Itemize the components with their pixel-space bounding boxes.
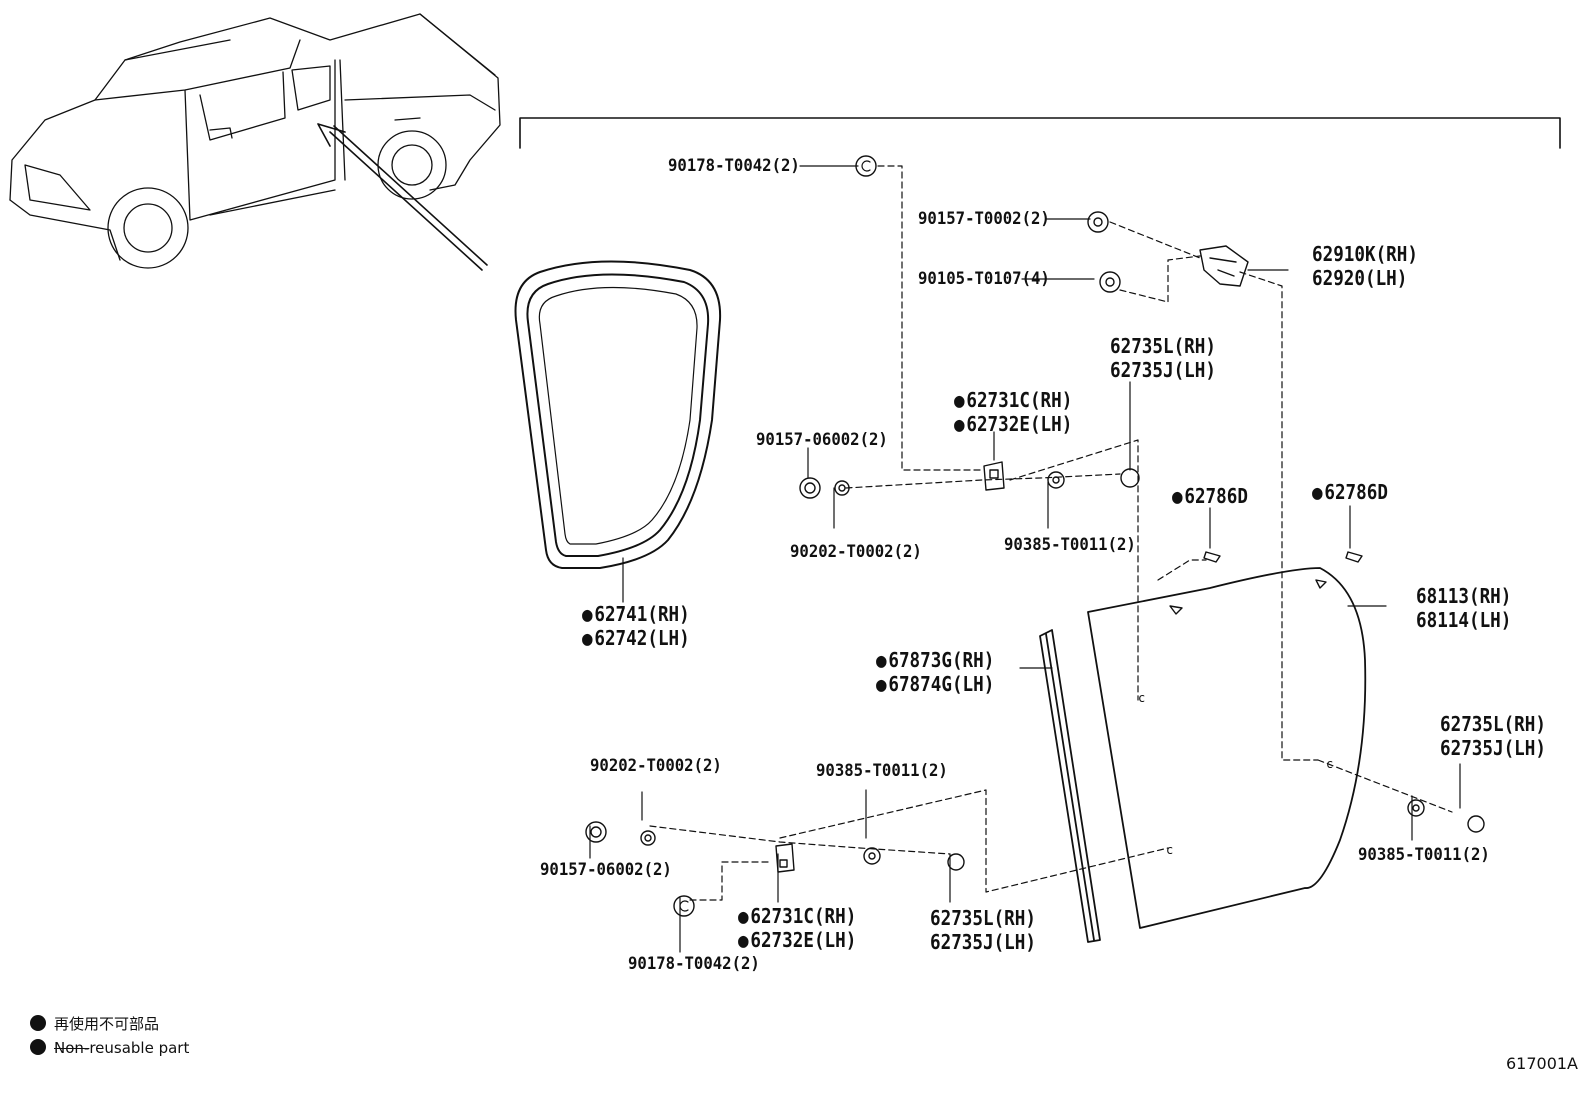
hardware-parts: c c c	[585, 155, 1485, 917]
label-clip-a-lh: 62735J(LH)	[1110, 358, 1216, 382]
pointer-arrow	[317, 123, 488, 271]
legend-jp-text: 再使用不可部品	[54, 1015, 160, 1033]
label-run-rh: 67873G(RH)	[876, 650, 994, 674]
label-clip-b-lh: 62735J(LH)	[1440, 736, 1546, 760]
svg-text:c: c	[1166, 843, 1173, 857]
label-window-guide: 62910K(RH) 62920(LH)	[1312, 244, 1418, 292]
svg-text:c: c	[1326, 757, 1333, 771]
label-bracket-a-rh: 62731C(RH)	[954, 390, 1072, 414]
label-grommet-mid: 90385-T0011(2)	[1004, 535, 1136, 555]
label-nut-low: 90157-06002(2)	[540, 860, 672, 880]
label-bracket-b: 62731C(RH) 62732E(LH)	[738, 906, 856, 954]
glass-run-channel	[1039, 629, 1101, 943]
label-bolt-low: 90178-T0042(2)	[628, 954, 760, 974]
label-pad-a: 62786D	[1172, 486, 1248, 506]
non-reusable-dot-icon	[30, 1039, 46, 1055]
label-clip-b-rh: 62735L(RH)	[1440, 712, 1546, 736]
legend-en-strike: Non-	[54, 1039, 90, 1057]
legend-english: Non-reusable part	[30, 1039, 189, 1057]
label-bolt-top: 90178-T0042(2)	[668, 156, 800, 176]
label-glass: 68113(RH) 68114(LH)	[1416, 586, 1511, 634]
label-clip-c-rh: 62735L(RH)	[930, 906, 1036, 930]
label-clip-c: 62735L(RH) 62735J(LH)	[930, 908, 1036, 956]
label-seal: 62741(RH) 62742(LH)	[582, 604, 689, 652]
label-nut-top: 90157-T0002(2)	[918, 209, 1050, 229]
non-reusable-dot-icon	[30, 1015, 46, 1031]
label-screw-top: 90105-T0107(4)	[918, 269, 1050, 289]
label-clip-c-lh: 62735J(LH)	[930, 930, 1036, 954]
label-grommet-low: 90385-T0011(2)	[816, 761, 948, 781]
legend-en-text: reusable part	[89, 1039, 190, 1057]
label-nut-mid: 90157-06002(2)	[756, 430, 888, 450]
assembly-lines	[649, 165, 1453, 901]
label-clip-a: 62735L(RH) 62735J(LH)	[1110, 336, 1216, 384]
label-clip-a-rh: 62735L(RH)	[1110, 334, 1216, 358]
label-run-lh: 67874G(LH)	[876, 674, 994, 698]
svg-text:c: c	[1138, 691, 1145, 705]
label-grommet-right: 90385-T0011(2)	[1358, 845, 1490, 865]
legend-japanese: 再使用不可部品	[30, 1013, 159, 1034]
label-clip-b: 62735L(RH) 62735J(LH)	[1440, 714, 1546, 762]
window-seal	[514, 260, 722, 569]
label-bracket-a: 62731C(RH) 62732E(LH)	[954, 390, 1072, 438]
label-washer-mid: 90202-T0002(2)	[790, 542, 922, 562]
label-bracket-b-lh: 62732E(LH)	[738, 930, 856, 954]
label-glass-lh: 68114(LH)	[1416, 608, 1512, 632]
label-seal-lh: 62742(LH)	[582, 628, 689, 652]
rear-door-glass	[1087, 567, 1367, 929]
label-washer-low: 90202-T0002(2)	[590, 756, 722, 776]
label-glass-rh: 68113(RH)	[1416, 584, 1512, 608]
label-glass-run: 67873G(RH) 67874G(LH)	[876, 650, 994, 698]
label-seal-rh: 62741(RH)	[582, 604, 689, 628]
leader-lines	[589, 165, 1461, 953]
label-bracket-b-rh: 62731C(RH)	[738, 906, 856, 930]
label-guide-rh: 62910K(RH)	[1312, 242, 1418, 266]
label-guide-lh: 62920(LH)	[1312, 266, 1408, 290]
truck-illustration	[9, 13, 501, 269]
label-bracket-a-lh: 62732E(LH)	[954, 414, 1072, 438]
label-pad-b: 62786D	[1312, 482, 1388, 502]
figure-code: 617001A	[1505, 1054, 1578, 1073]
frame-bracket	[519, 117, 1561, 149]
